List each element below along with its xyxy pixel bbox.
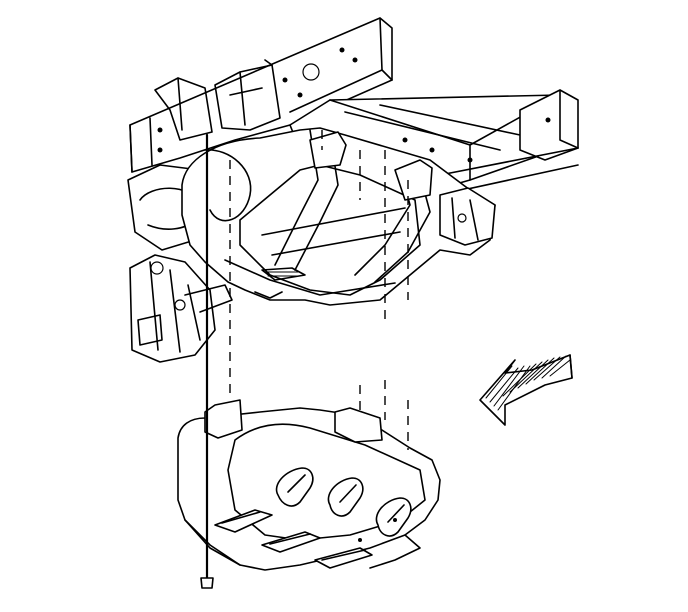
front-arrow xyxy=(479,354,573,426)
fuel-tank-shield xyxy=(177,399,441,571)
arrow-hatching xyxy=(485,355,571,411)
transmission xyxy=(129,254,233,363)
alignment-lines xyxy=(229,130,409,450)
fastener-bolt xyxy=(200,133,214,589)
fuel-tank xyxy=(181,127,496,306)
